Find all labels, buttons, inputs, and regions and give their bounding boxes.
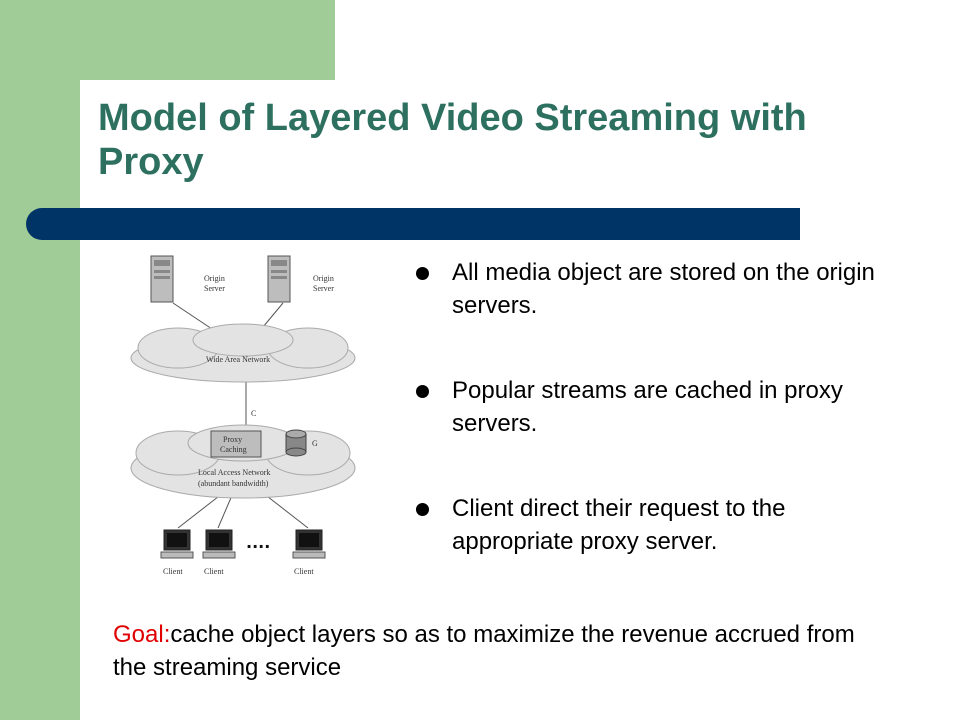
client-computer-icon	[202, 529, 236, 559]
bullet-item: All media object are stored on the origi…	[412, 256, 912, 322]
client-computer-icon	[160, 529, 194, 559]
client-label-3: Client	[294, 567, 314, 576]
bullet-dot-icon	[416, 267, 429, 280]
side-green-band	[0, 0, 80, 720]
bullet-item: Client direct their request to the appro…	[412, 492, 912, 558]
proxy-caching-box	[210, 430, 262, 458]
bullet-text: Client direct their request to the appro…	[452, 495, 786, 555]
origin-server-label-1a: Origin	[204, 274, 225, 283]
bullet-list: All media object are stored on the origi…	[412, 256, 912, 610]
wan-label: Wide Area Network	[206, 355, 270, 364]
origin-server-label-1b: Server	[204, 284, 225, 293]
proxy-label-a: Proxy	[223, 435, 242, 444]
client-label-1: Client	[163, 567, 183, 576]
lan-label-b: (abundant bandwidth)	[198, 479, 269, 488]
lan-label-a: Local Access Network	[198, 468, 270, 477]
client-label-2: Client	[204, 567, 224, 576]
bullet-text: Popular streams are cached in proxy serv…	[452, 377, 843, 437]
cache-database-icon	[285, 429, 307, 457]
origin-server-label-2b: Server	[313, 284, 334, 293]
bullet-dot-icon	[416, 503, 429, 516]
origin-server-icon	[150, 255, 174, 303]
clients-ellipsis: ....	[246, 533, 270, 552]
bullet-item: Popular streams are cached in proxy serv…	[412, 374, 912, 440]
origin-server-label-2a: Origin	[313, 274, 334, 283]
client-computer-icon	[292, 529, 326, 559]
proxy-label-b: Caching	[220, 445, 247, 454]
goal-text: cache object layers so as to maximize th…	[113, 621, 855, 681]
cache-label: G	[312, 439, 318, 448]
title-underline-bar	[26, 208, 800, 240]
goal-statement: Goal:cache object layers so as to maximi…	[113, 618, 873, 684]
top-green-band	[80, 0, 335, 80]
wan-cloud-icon	[130, 323, 356, 383]
origin-server-icon	[267, 255, 291, 303]
slide-title: Model of Layered Video Streaming with Pr…	[98, 97, 807, 183]
link-label: C	[251, 409, 256, 418]
network-diagram: Origin Server Origin Server Wide Area Ne…	[130, 255, 356, 576]
bullet-dot-icon	[416, 385, 429, 398]
goal-label: Goal:	[113, 621, 171, 648]
bullet-text: All media object are stored on the origi…	[452, 259, 875, 319]
